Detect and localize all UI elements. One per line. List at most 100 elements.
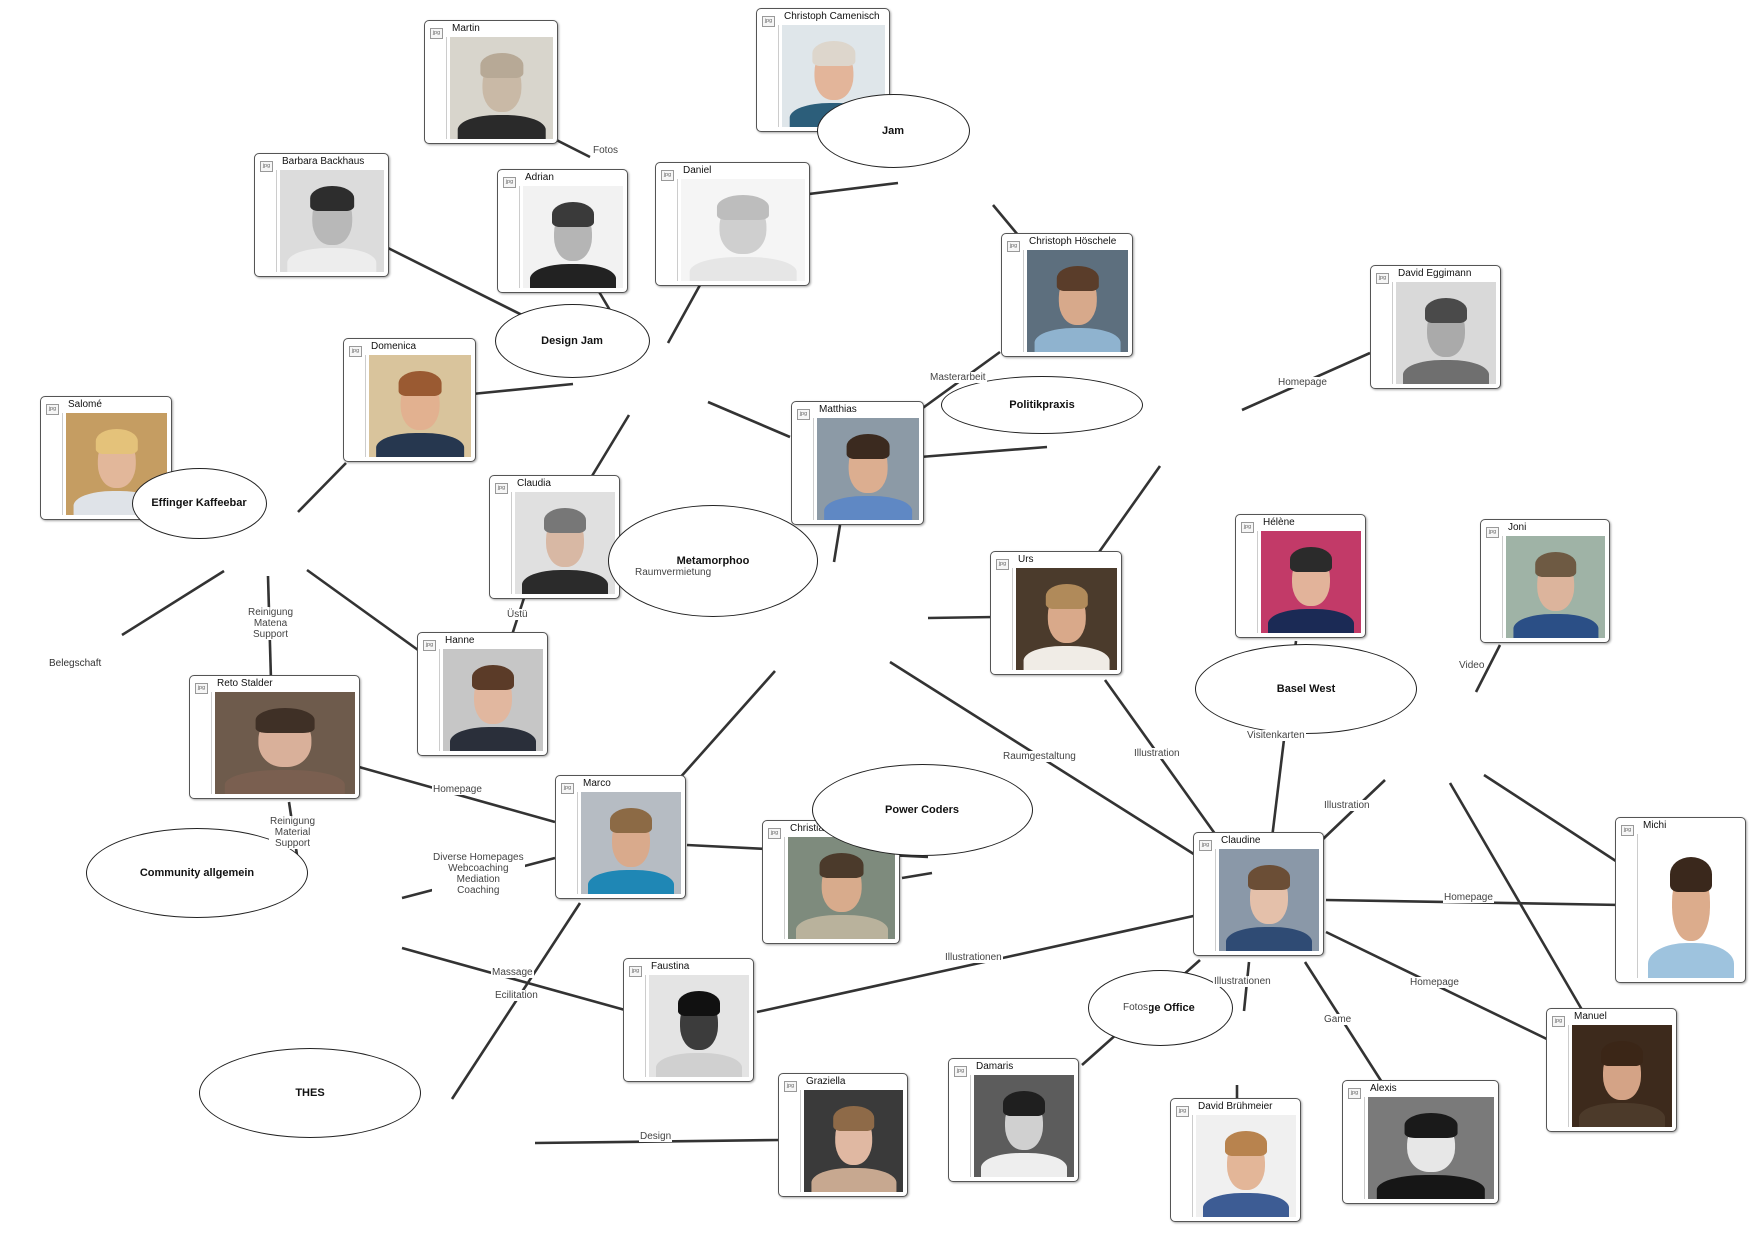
edge-joni-baselwest (1474, 644, 1502, 693)
org-node-thes[interactable]: THES (199, 1048, 421, 1138)
person-photo (1219, 849, 1319, 951)
person-name: Barbara Backhaus (282, 156, 365, 167)
person-photo (1016, 568, 1117, 670)
org-node-design-jam[interactable]: Design Jam (494, 304, 650, 378)
person-name: Hanne (445, 635, 475, 646)
org-node-village-office[interactable]: Village Office (1087, 970, 1233, 1046)
jpg-file-icon: jpg (629, 966, 642, 977)
person-photo (1261, 531, 1361, 633)
person-name: Domenica (371, 341, 417, 352)
card-divider (446, 37, 447, 139)
edge-label-illustration-basel: Illustration (1323, 800, 1371, 811)
person-name: Joni (1508, 522, 1527, 533)
org-node-power-coders[interactable]: Power Coders (811, 764, 1033, 856)
photo-hair (819, 853, 864, 878)
edge-designjam-matthias (707, 400, 791, 439)
person-name: Urs (1018, 554, 1034, 565)
photo-torso (1648, 943, 1734, 978)
jpg-file-icon: jpg (46, 404, 59, 415)
edge-label-homepage-michi: Homepage (1443, 892, 1494, 903)
edge-matthias-metamorphoo (832, 524, 842, 563)
edge-label-design: Design (639, 1131, 673, 1142)
card-divider (1192, 1115, 1193, 1217)
photo-torso (824, 495, 912, 520)
jpg-file-icon: jpg (797, 409, 810, 420)
jpg-file-icon: jpg (768, 828, 781, 839)
org-node-metamorphoo[interactable]: Metamorphoo (608, 505, 818, 617)
edge-label-game: Game (1323, 1014, 1353, 1025)
person-name: Salomé (68, 399, 102, 410)
photo-hair (1225, 1131, 1267, 1156)
person-photo (1506, 536, 1605, 638)
person-name: David Brühmeier (1198, 1101, 1273, 1112)
org-label: Metamorphoo (676, 555, 750, 567)
person-photo (817, 418, 919, 520)
card-divider (1023, 250, 1024, 352)
edge-label-ustu: Üstü (506, 609, 529, 620)
edge-label-video: Video (1458, 660, 1486, 671)
org-node-basel-west[interactable]: Basel West (1195, 644, 1417, 734)
person-photo (788, 837, 895, 939)
edge-label-marco-services: Diverse Homepages Webcoaching Mediation … (432, 852, 525, 896)
edge-marco-thes (450, 902, 582, 1100)
org-node-politikpraxis[interactable]: Politikpraxis (941, 376, 1143, 434)
card-divider (1257, 531, 1258, 633)
person-name: Adrian (525, 172, 554, 183)
org-label: THES (295, 1087, 325, 1099)
card-divider (1392, 282, 1393, 384)
person-photo (1572, 1025, 1672, 1127)
org-label: Effinger Kaffeebar (151, 497, 247, 509)
card-divider (365, 355, 366, 457)
jpg-file-icon: jpg (495, 483, 508, 494)
photo-torso (1376, 1174, 1486, 1199)
org-node-jam[interactable]: Jam (816, 94, 970, 168)
node-label-belegschaft[interactable]: Belegschaft (49, 658, 102, 669)
card-divider (577, 792, 578, 894)
person-card-barbara-backhaus[interactable]: jpg Barbara Backhaus (254, 153, 389, 277)
edge-matthias-politikpraxis (919, 445, 1048, 459)
person-photo (215, 692, 355, 794)
photo-torso (1203, 1192, 1289, 1217)
edge-designjam-claudia (590, 414, 631, 477)
person-name: David Eggimann (1398, 268, 1472, 279)
edge-label-homepage-manuel: Homepage (1409, 977, 1460, 988)
jpg-file-icon: jpg (260, 161, 273, 172)
photo-torso (1512, 613, 1599, 638)
edge-label-raumvermietung: Raumvermietung (634, 567, 713, 578)
jpg-file-icon: jpg (561, 783, 574, 794)
org-node-effinger-kaffeebar[interactable]: Effinger Kaffeebar (131, 467, 267, 539)
person-name: Damaris (976, 1061, 1014, 1072)
photo-hair (832, 1106, 875, 1131)
person-name: Daniel (683, 165, 712, 176)
card-divider (1568, 1025, 1569, 1127)
person-photo (581, 792, 681, 894)
card-divider (439, 649, 440, 751)
edge-label-reinigung-reto: Reinigung Material Support (269, 816, 317, 849)
jpg-file-icon: jpg (1621, 825, 1634, 836)
org-label: Power Coders (885, 804, 959, 816)
person-photo (369, 355, 471, 457)
